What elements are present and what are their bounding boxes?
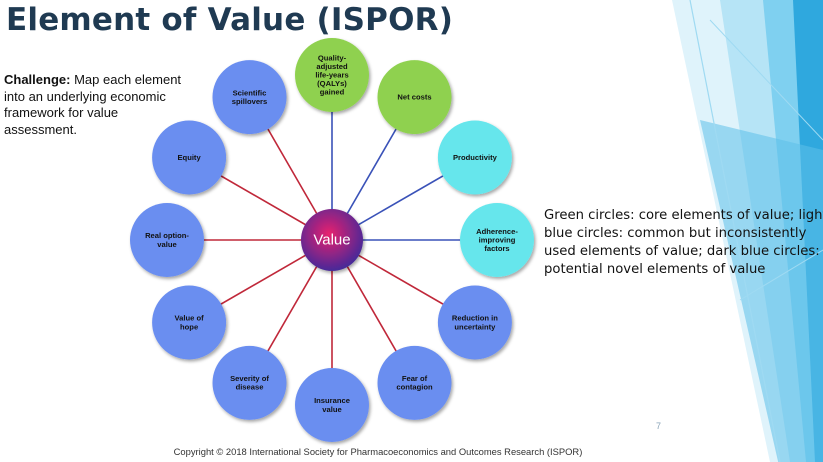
page-number: 7	[656, 421, 662, 431]
node-circle	[152, 120, 227, 195]
node-label: Severity of	[230, 374, 269, 383]
node-label: Fear of	[402, 374, 428, 383]
node-circle	[437, 120, 512, 195]
node-circle	[377, 60, 452, 135]
value-center-node: Value	[301, 209, 363, 271]
node-label: Net costs	[397, 93, 431, 102]
challenge-label: Challenge:	[4, 72, 71, 87]
node-label: Adherence-	[476, 227, 518, 236]
node-label: Equity	[177, 153, 201, 162]
node-label: life-years	[315, 71, 348, 80]
node-circle	[152, 285, 227, 360]
node-circle	[212, 60, 287, 135]
node-label: Quality-	[318, 53, 347, 62]
node-circle	[295, 38, 369, 112]
node-circle	[460, 203, 534, 277]
accent-facet	[700, 120, 823, 462]
node-label: gained	[320, 88, 345, 97]
node-label: spillovers	[232, 97, 267, 106]
challenge-body: Map each element into an underlying econ…	[4, 72, 182, 137]
value-element-node: Real option-value	[130, 203, 204, 277]
challenge-text: Challenge: Map each element into an unde…	[4, 72, 189, 138]
copyright-notice: Copyright © 2018 International Society f…	[173, 446, 583, 457]
node-label: Value of	[175, 314, 205, 323]
accent-line	[739, 249, 823, 301]
value-element-node: Productivity	[437, 120, 512, 195]
node-label: Reduction in	[452, 314, 498, 323]
node-label: disease	[236, 383, 264, 392]
value-element-node: Equity	[152, 120, 227, 195]
accent-line	[689, 0, 781, 462]
node-circle	[377, 345, 452, 420]
node-label: adjusted	[316, 62, 348, 71]
node-label: improving	[479, 236, 516, 245]
node-label: Productivity	[453, 153, 498, 162]
node-label: value	[322, 405, 341, 414]
node-label: uncertainty	[454, 322, 496, 331]
node-label: value	[157, 240, 176, 249]
node-circle	[212, 345, 287, 420]
accent-line	[709, 19, 823, 141]
node-label: Scientific	[233, 88, 267, 97]
node-circle	[130, 203, 204, 277]
node-circle	[437, 285, 512, 360]
node-label: (QALYs)	[317, 79, 347, 88]
node-label: Insurance	[314, 396, 350, 405]
node-label: hope	[180, 322, 198, 331]
node-label: Real option-	[145, 231, 189, 240]
node-label: factors	[484, 244, 509, 253]
node-label: contagion	[396, 383, 433, 392]
node-circle	[295, 368, 369, 442]
value-element-node: Net costs	[377, 60, 452, 135]
center-circle	[301, 209, 363, 271]
center-label: Value	[313, 232, 350, 249]
legend-text: Green circles: core elements of value; l…	[544, 208, 823, 277]
slide-title: Element of Value (ISPOR)	[6, 2, 454, 38]
